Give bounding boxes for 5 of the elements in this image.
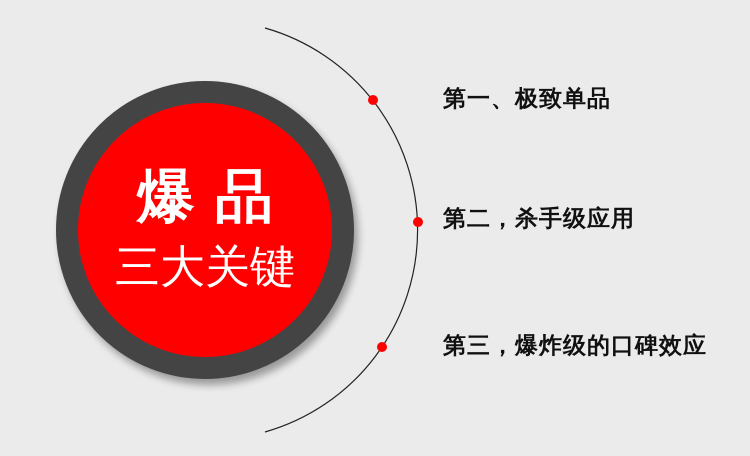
- list-item-text: 第二，杀手级应用: [443, 208, 635, 231]
- list-item-text: 第三，爆炸级的口碑效应: [443, 335, 707, 358]
- title-text: 爆 品: [136, 162, 274, 230]
- list-item-text: 第一、极致单品: [443, 88, 611, 111]
- subtitle-text: 三大关键: [115, 240, 295, 293]
